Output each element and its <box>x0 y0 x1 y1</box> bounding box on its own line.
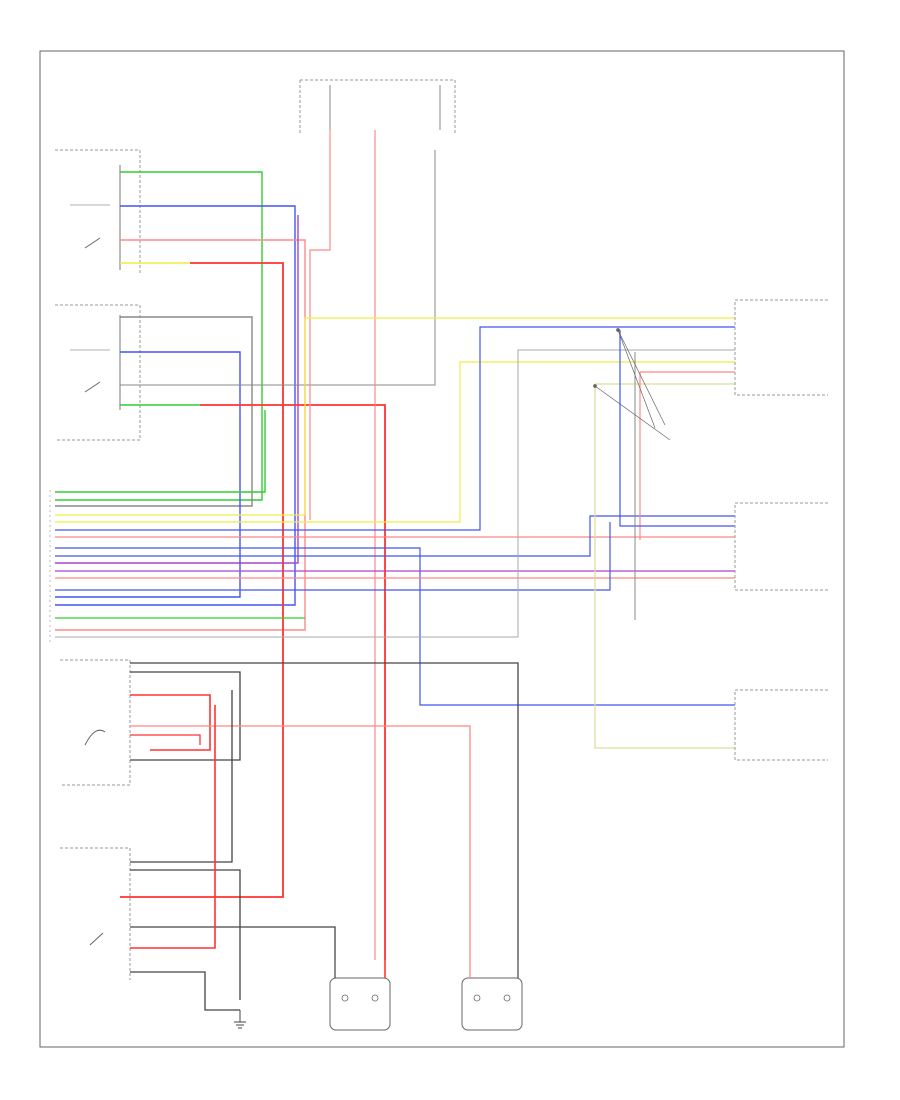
wire-gray-bus-1 <box>55 349 735 638</box>
wire-blue-bus-4 <box>55 522 611 591</box>
wire-pink-3 <box>130 725 471 960</box>
wire-yellow-bus-1 <box>55 317 735 516</box>
wire-dark-2 <box>130 671 241 761</box>
wire-red-1 <box>120 262 284 898</box>
right-module-3 <box>734 689 828 761</box>
wire-dark-1 <box>130 662 519 960</box>
wire-pink-right-1 <box>639 371 735 540</box>
wire-blue-right-1 <box>619 330 735 527</box>
wire-red-3 <box>130 694 211 751</box>
wires-switch-3 <box>130 662 519 960</box>
motor-1 <box>329 960 391 1031</box>
wire-green-1 <box>55 171 263 501</box>
wire-red-2 <box>200 404 386 960</box>
wire-gray-2 <box>120 150 436 386</box>
wire-yellow-bus-2 <box>55 361 735 523</box>
diagram-border <box>39 50 845 1048</box>
left-switch-2 <box>55 304 141 441</box>
left-switch-3 <box>60 659 131 786</box>
wire-blue-bus-2 <box>55 547 735 706</box>
wire-pink-top-1 <box>309 130 331 520</box>
ground-symbol <box>234 1010 246 1029</box>
wire-green-3 <box>55 410 266 493</box>
wire-dark-5 <box>130 926 336 960</box>
splice-leaders <box>593 328 671 441</box>
left-switch-4 <box>60 847 131 980</box>
wire-dark-3 <box>130 690 233 863</box>
wires-top-box <box>309 130 376 960</box>
wire-blue-bus-1 <box>55 326 735 531</box>
wire-dark-6 <box>130 971 240 1011</box>
motor-2 <box>461 960 523 1031</box>
right-module-2 <box>734 502 828 591</box>
wire-dark-4 <box>130 869 241 1000</box>
wires-upper <box>55 150 436 960</box>
wire-red-5 <box>130 705 216 949</box>
wire-blue-bus-3 <box>55 515 735 557</box>
wire-gray-1 <box>55 316 253 507</box>
wires-bus <box>55 317 735 749</box>
wire-tan-bus-2 <box>594 384 735 749</box>
wire-blue-2 <box>55 351 241 598</box>
top-fuse-box <box>299 79 456 135</box>
wires-switch-4 <box>130 690 336 1011</box>
left-switch-1 <box>55 149 141 275</box>
right-module-1 <box>734 299 828 396</box>
wire-violet-1 <box>55 215 299 564</box>
wire-red-4 <box>130 734 201 745</box>
